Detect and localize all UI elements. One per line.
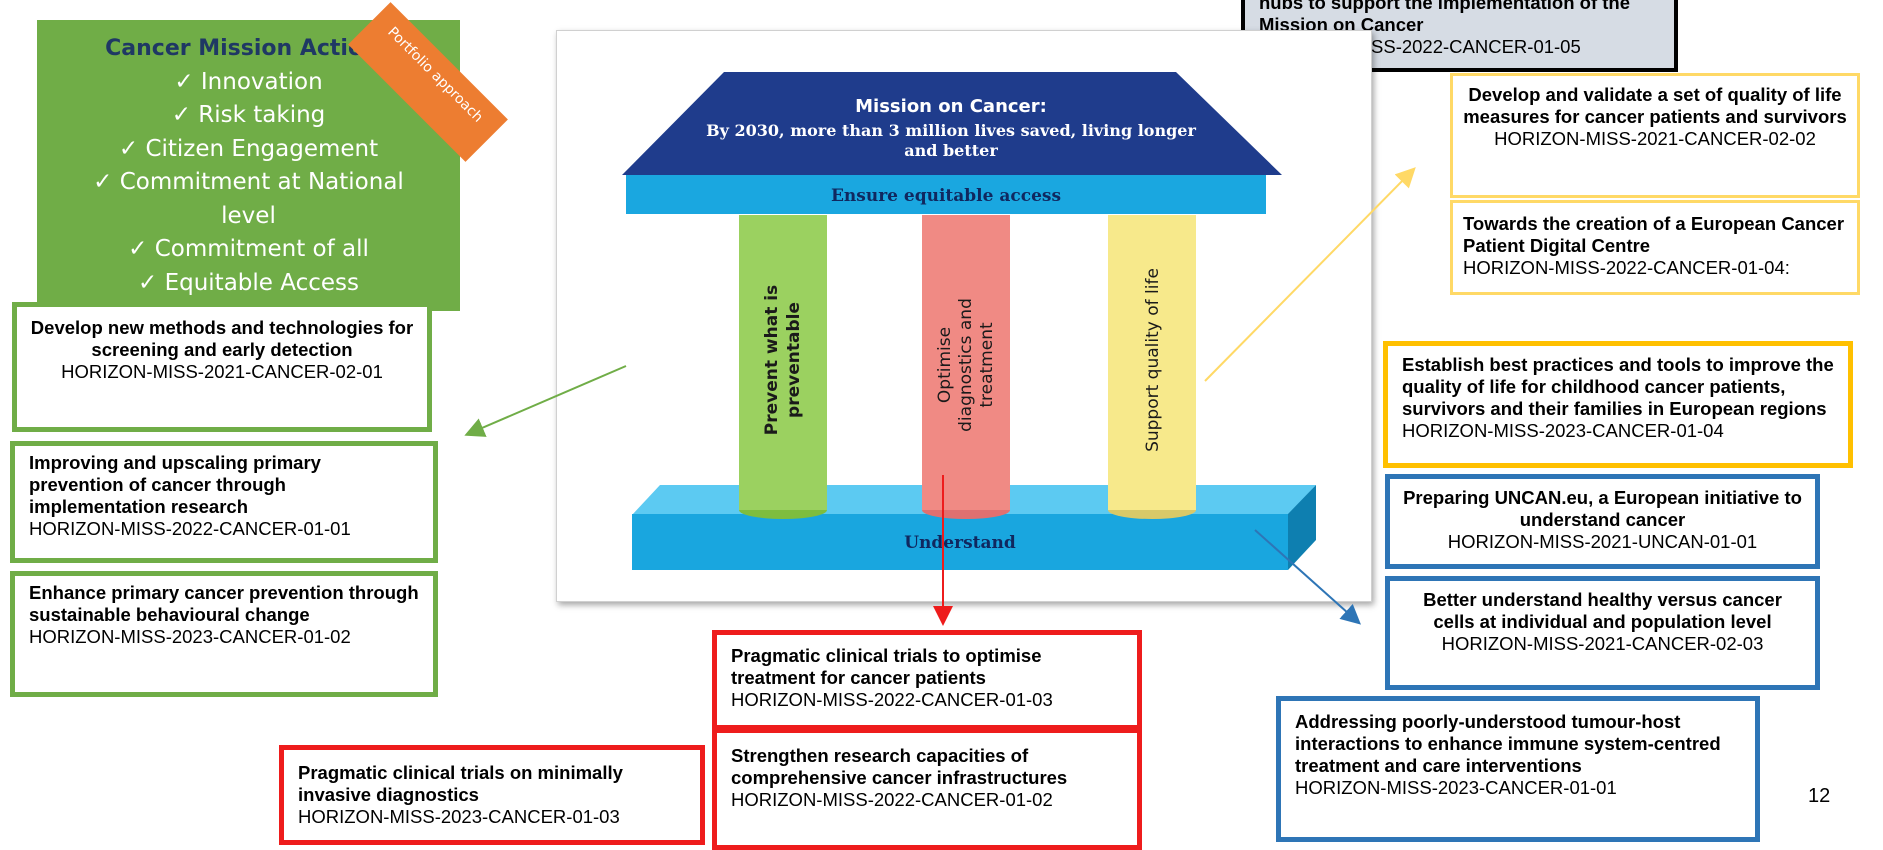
childhood-cancer-box: Establish best practices and tools to im… (1383, 341, 1853, 468)
digital-centre-box: Towards the creation of a European Cance… (1450, 200, 1860, 295)
behavioural-change-box: Enhance primary cancer prevention throug… (10, 571, 438, 697)
box-title: Better understand healthy versus cancer … (1423, 589, 1782, 632)
box-title: hubs to support the implementation of th… (1259, 0, 1631, 35)
box-title: Towards the creation of a European Cance… (1463, 213, 1845, 256)
box-code: HORIZON-MISS-2021-CANCER-02-02 (1494, 128, 1816, 149)
uncan-box: Preparing UNCAN.eu, a European initiativ… (1385, 474, 1820, 569)
roof-subtitle-1: By 2030, more than 3 million lives saved… (706, 121, 1196, 140)
box-title: Enhance primary cancer prevention throug… (29, 582, 419, 625)
svg-text:preventable: preventable (784, 302, 804, 418)
clinical-trials-diagnostics-box: Pragmatic clinical trials on minimally i… (279, 745, 705, 845)
box-code: HORIZON-MISS-2023-CANCER-01-03 (298, 806, 620, 827)
roof-title: Mission on Cancer: (855, 96, 1047, 117)
action-item: ✓ Innovation (174, 68, 323, 95)
box-title: Strengthen research capacities of compre… (731, 745, 1068, 788)
box-code: HORIZON-MISS-2023-CANCER-01-01 (1295, 777, 1617, 798)
box-title: Pragmatic clinical trials to optimise tr… (731, 645, 1042, 688)
research-capacities-box: Strengthen research capacities of compre… (712, 728, 1142, 850)
box-code: HORIZON-MISS-2022-CANCER-01-03 (731, 689, 1053, 710)
svg-text:Prevent what is: Prevent what is (762, 285, 782, 435)
svg-text:Support quality of life: Support quality of life (1143, 268, 1163, 452)
svg-text:diagnostics and: diagnostics and (956, 298, 976, 432)
base-label: Understand (904, 533, 1016, 553)
screening-box: Develop new methods and technologies for… (12, 302, 432, 432)
tumour-host-box: Addressing poorly-understood tumour-host… (1276, 696, 1760, 842)
box-code: HORIZON-MISS-2022-CANCER-01-04: (1463, 257, 1790, 278)
roof-subtitle-2: and better (904, 141, 998, 160)
base-block (632, 514, 1288, 570)
action-item: ✓ Commitment at National level (93, 169, 404, 229)
box-title: Establish best practices and tools to im… (1402, 354, 1834, 419)
pillar-left-label: Prevent what is preventable (762, 285, 804, 435)
box-code: HORIZON-MISS-2021-CANCER-02-01 (61, 361, 383, 382)
beam-label: Ensure equitable access (831, 186, 1061, 206)
box-code: HORIZON-MISS-2023-CANCER-01-04 (1402, 420, 1724, 441)
page-number: 12 (1808, 785, 1831, 807)
beam (626, 174, 1266, 214)
quality-of-life-measures-box: Develop and validate a set of quality of… (1450, 73, 1860, 198)
pillar-right (1108, 215, 1196, 510)
pillar-middle (922, 215, 1010, 510)
box-title: Improving and upscaling primary preventi… (29, 452, 321, 517)
primary-prevention-box: Improving and upscaling primary preventi… (10, 441, 438, 563)
box-code: HORIZON-MISS-2022-CANCER-01-01 (29, 518, 351, 539)
action-item: ✓ Risk taking (171, 102, 326, 128)
clinical-trials-treatment-box: Pragmatic clinical trials to optimise tr… (712, 630, 1142, 730)
arrow-green (464, 365, 627, 437)
svg-text:Optimise: Optimise (935, 327, 955, 403)
pillar-right-label: Support quality of life (1143, 268, 1163, 452)
arrow-yellow (1204, 167, 1416, 382)
box-title: Pragmatic clinical trials on minimally i… (298, 762, 623, 805)
action-item: ✓ Commitment of all (128, 236, 369, 262)
box-code: HORIZON-MISS-2022-CANCER-01-02 (731, 789, 1053, 810)
pillar-middle-label: Optimise diagnostics and treatment (935, 298, 997, 432)
temple-diagram: Understand Ensure equitable access Missi… (622, 72, 1316, 570)
actions-title: Cancer Mission Actions (105, 36, 392, 61)
box-title: Preparing UNCAN.eu, a European initiativ… (1403, 487, 1802, 530)
svg-text:treatment: treatment (977, 322, 997, 408)
arrow-blue (1254, 529, 1361, 625)
box-code: HORIZON-MISS-2021-UNCAN-01-01 (1447, 531, 1758, 552)
box-code: HORIZON-MISS-2023-CANCER-01-02 (29, 626, 351, 647)
roof (622, 72, 1282, 175)
box-title: Develop and validate a set of quality of… (1463, 84, 1847, 127)
box-title: Develop new methods and technologies for… (30, 317, 414, 360)
box-title: Addressing poorly-understood tumour-host… (1295, 711, 1721, 776)
healthy-vs-cancer-cells-box: Better understand healthy versus cancer … (1385, 576, 1820, 690)
action-item: ✓ Citizen Engagement (118, 135, 379, 162)
box-code: HORIZON-MISS-2021-CANCER-02-03 (1441, 633, 1764, 654)
pillar-left (739, 215, 827, 510)
action-item: ✓ Equitable Access (138, 269, 359, 296)
